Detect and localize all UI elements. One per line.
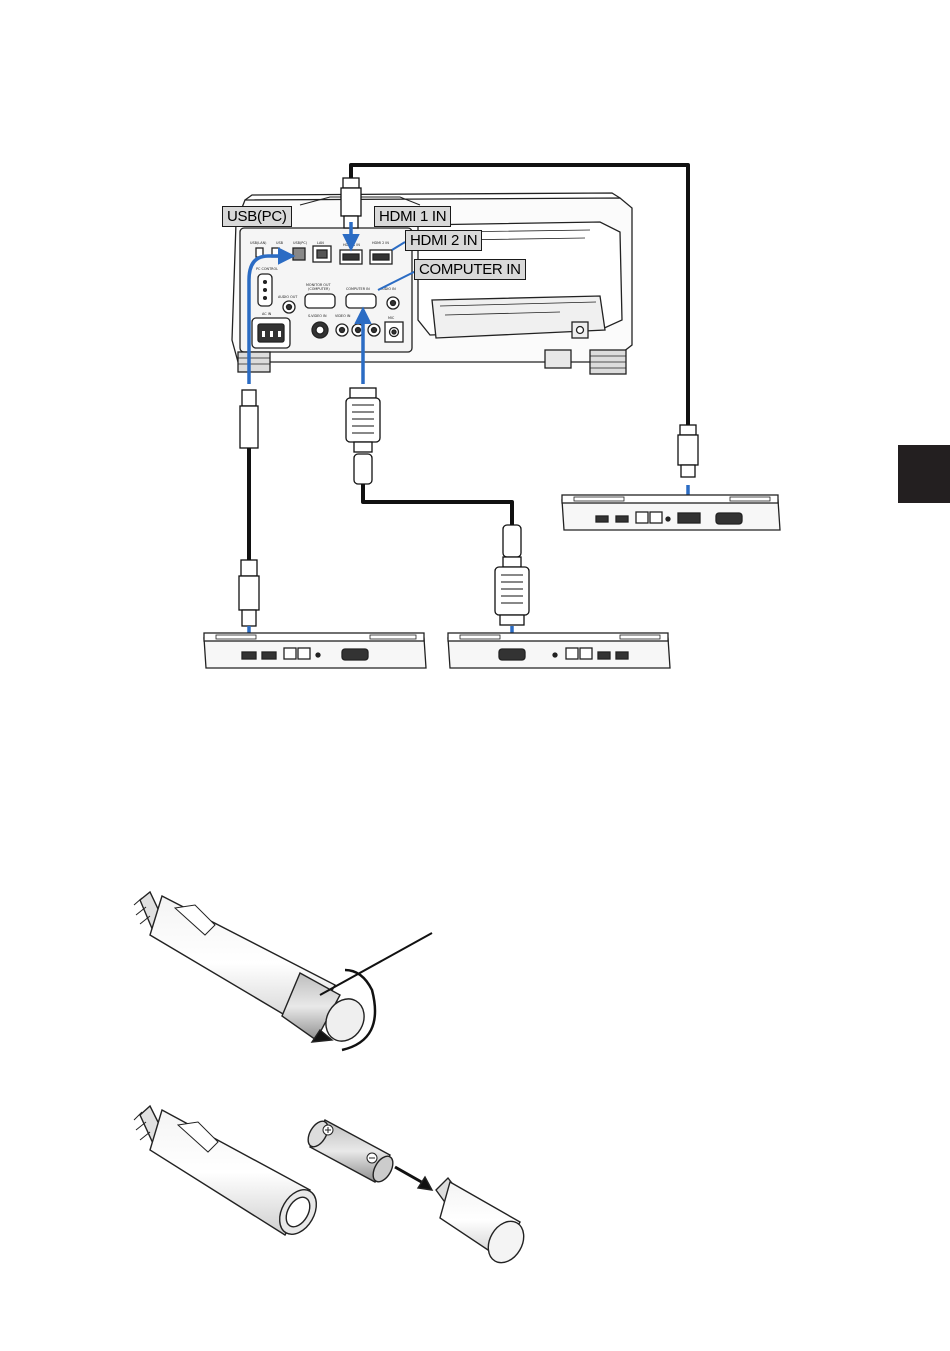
label-lan: LAN (317, 241, 324, 245)
label-s-video-in: S-VIDEO IN (308, 314, 327, 318)
laptop-vga (448, 633, 670, 668)
label-usb-pc: USB(PC) (293, 241, 308, 245)
chapter-tab (898, 445, 950, 503)
label-usb: USB (276, 241, 284, 245)
pen-twist (134, 892, 432, 1050)
label-monitor-out-sub: (COMPUTER) (308, 287, 330, 291)
label-mic: MIC (388, 316, 395, 320)
callout-computer-in: COMPUTER IN (414, 259, 526, 280)
label-hdmi2: HDMI 2 IN (372, 241, 389, 245)
pen-battery (134, 1106, 531, 1269)
callout-hdmi2-in: HDMI 2 IN (405, 230, 482, 251)
label-video-in: VIDEO IN (335, 314, 351, 318)
callout-hdmi1-in: HDMI 1 IN (374, 206, 451, 227)
laptop-hdmi (562, 495, 780, 530)
label-pc-control: PC CONTROL (256, 267, 278, 271)
label-computer-in: COMPUTER IN (346, 287, 370, 291)
label-usb-lan: USB(LAN) (250, 241, 267, 245)
vga-cable (346, 388, 529, 625)
label-audio-out: AUDIO OUT (278, 295, 298, 299)
callout-usb-pc: USB(PC) (222, 206, 292, 227)
usb-cable (239, 390, 259, 626)
label-ac-in: AC IN (262, 312, 272, 316)
laptop-usb (204, 633, 426, 668)
